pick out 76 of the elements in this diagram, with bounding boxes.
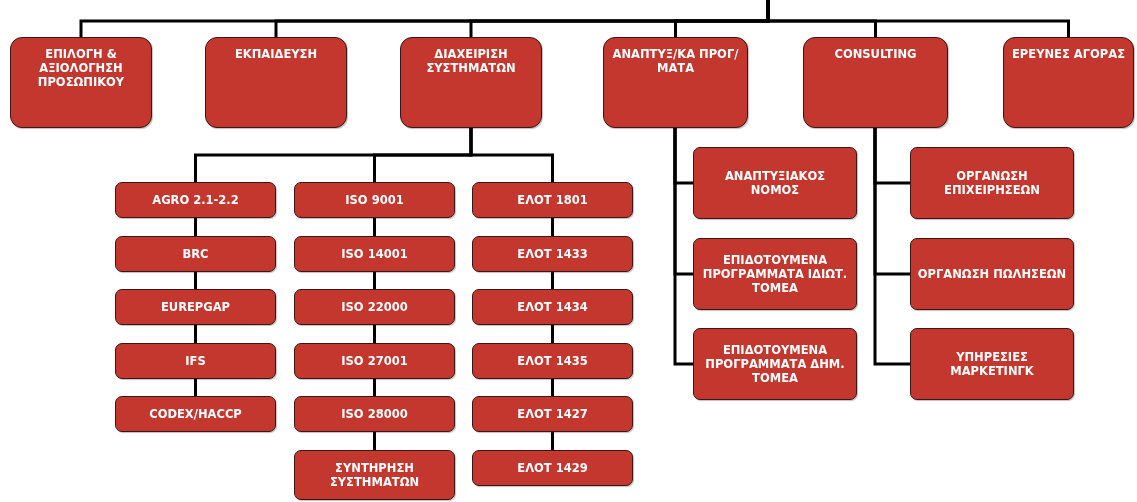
box-label: ΣΥΝΤΗΡΗΣΗ ΣΥΣΤΗΜΑΤΩΝ (328, 461, 421, 489)
connector-line (194, 218, 197, 236)
box-label: BRC (182, 247, 209, 261)
org-box (294, 182, 455, 218)
org-box (10, 37, 152, 128)
box-label: ΕΛΟΤ 1433 (517, 247, 588, 261)
box-label: ΟΡΓΑΝΩΣΗ ΕΠΙΧΕΙΡΗΣΕΩΝ (943, 169, 1041, 197)
connector-line (673, 128, 693, 366)
org-box (294, 236, 455, 272)
box-label: ΕΛΟΤ 1427 (517, 407, 588, 421)
org-box (472, 450, 633, 486)
org-box (115, 289, 276, 325)
org-box (910, 147, 1074, 219)
box-label: CONSULTING (834, 47, 917, 61)
org-box (294, 343, 455, 379)
box-label: ΕΚΠΑΙΔΕΥΣΗ (234, 47, 318, 61)
connector-line (373, 325, 376, 343)
org-box (115, 343, 276, 379)
box-label: ΕΠΙΔΟΤΟΥΜΕΝΑ ΠΡΟΓΡΑΜΜΑΤΑ ΔΗΜ. ΤΟΜΕΑ (704, 343, 846, 385)
box-label: ΕΠΙΛΟΓΗ & ΑΞΙΟΛΟΓΗΣΗ ΠΡΟΣΩΠΙΚΟΥ (36, 47, 126, 89)
org-box (472, 289, 633, 325)
box-label: ISO 9001 (345, 193, 404, 207)
connector-line (551, 325, 554, 343)
box-label: AGRO 2.1-2.2 (152, 193, 239, 207)
org-box (472, 236, 633, 272)
org-box (803, 37, 948, 128)
box-label: ΔΙΑΧΕΙΡΙΣΗ ΣΥΣΤΗΜΑΤΩΝ (425, 47, 517, 75)
org-box (472, 396, 633, 432)
connector-line (194, 325, 197, 343)
org-box (205, 37, 347, 128)
org-box (693, 147, 857, 219)
connector-line (469, 128, 554, 182)
connector-line (873, 128, 910, 366)
org-box (910, 238, 1074, 310)
box-label: ΑΝΑΠΤΥΞΙΑΚΟΣ ΝΟΜΟΣ (723, 169, 827, 197)
org-box (1003, 37, 1134, 128)
box-label: ΕΛΟΤ 1801 (517, 193, 588, 207)
box-label: ISO 22000 (341, 300, 408, 314)
connector-line (194, 272, 197, 289)
connector-line (373, 379, 376, 396)
box-label: CODEX/HACCP (149, 407, 242, 421)
box-label: ΕΛΟΤ 1435 (517, 354, 588, 368)
connector-line (551, 272, 554, 289)
connector-line (373, 272, 376, 289)
box-label: ΕΡΕΥΝΕΣ ΑΓΟΡΑΣ (1012, 47, 1125, 61)
box-label: ΑΝΑΠΤΥΞ/ΚΑ ΠΡΟΓ/ΜΑΤΑ (611, 47, 740, 75)
connector-line (551, 432, 554, 450)
org-box (603, 37, 748, 128)
box-label: ISO 28000 (341, 407, 408, 421)
org-box (294, 289, 455, 325)
box-label: ΟΡΓΑΝΩΣΗ ΠΩΛΗΣΕΩΝ (917, 267, 1067, 281)
org-box (472, 343, 633, 379)
box-label: ΕΛΟΤ 1434 (517, 300, 588, 314)
connector-line (551, 218, 554, 236)
box-label: EUREPGAP (160, 300, 231, 314)
box-label: IFS (185, 354, 206, 368)
box-label: ISO 27001 (341, 354, 408, 368)
org-box (115, 236, 276, 272)
org-box (910, 328, 1074, 400)
box-label: ΥΠΗΡΕΣΙΕΣ ΜΑΡΚΕΤΙΝΓΚ (949, 350, 1035, 378)
org-box (693, 238, 857, 310)
connector-line (194, 379, 197, 396)
org-box (294, 396, 455, 432)
connector-line (551, 379, 554, 396)
org-box (693, 328, 857, 400)
box-label: ΕΛΟΤ 1429 (517, 461, 588, 475)
connector-line (373, 432, 376, 450)
org-box (294, 450, 455, 500)
connector-line (373, 218, 376, 236)
connector-line (766, 0, 1070, 37)
org-box (400, 37, 542, 128)
org-box (115, 396, 276, 432)
org-box (115, 182, 276, 218)
box-label: ΕΠΙΔΟΤΟΥΜΕΝΑ ΠΡΟΓΡΑΜΜΑΤΑ ΙΔΙΩΤ. ΤΟΜΕΑ (701, 253, 849, 295)
box-label: ISO 14001 (341, 247, 408, 261)
org-box (472, 182, 633, 218)
